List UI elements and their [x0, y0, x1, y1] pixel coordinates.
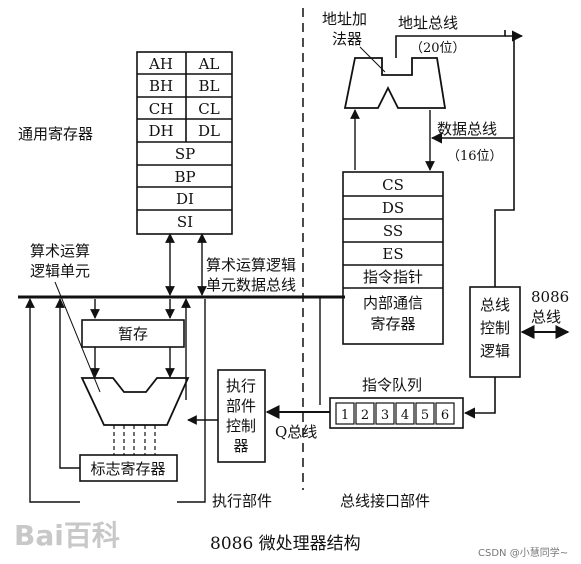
queue-slot-3: 3 [381, 408, 389, 423]
general-register-file [136, 51, 233, 235]
eu-section-label: 执行部件 [212, 492, 272, 510]
register-bl: BL [199, 77, 220, 95]
instruction-queue-slots [335, 402, 455, 425]
internal-comm-label-2: 寄存器 [370, 315, 415, 333]
external-bus-label-2: 总线 [531, 308, 561, 326]
eu-control-label-4: 器 [233, 437, 248, 455]
queue-slot-5: 5 [421, 408, 429, 423]
address-bus-line [395, 30, 506, 58]
register-al: AL [198, 55, 220, 73]
temp-register-label: 暂存 [118, 325, 148, 343]
register-ds: DS [382, 199, 404, 217]
bus-control-label-3: 逻辑 [480, 342, 510, 360]
csdn-watermark: CSDN @小慧同学~ [478, 546, 568, 559]
figure-caption: 8086 微处理器结构 [210, 534, 361, 554]
flags-bus-loop-inner [55, 298, 80, 469]
external-bus-label-1: 8086 [531, 288, 569, 306]
register-di: DI [176, 190, 194, 208]
data-bus-label: 数据总线 [437, 120, 497, 138]
instruction-queue-box [329, 397, 464, 429]
flags-control-link [177, 299, 206, 503]
baidu-watermark: Bai百科 [14, 519, 120, 552]
alu-bus-label-line2: 单元数据总线 [206, 276, 296, 294]
q-bus-label: Q总线 [275, 423, 317, 441]
bus-control-top-link [494, 36, 515, 287]
queue-slot-1: 1 [341, 408, 349, 423]
eu-control-label-3: 控制 [226, 417, 256, 435]
general-registers-label: 通用寄存器 [18, 125, 93, 143]
address-adder-label-1: 地址加 [322, 10, 367, 28]
bus-control-label-2: 控制 [480, 319, 510, 337]
alu-bus-label-line1: 算术运算逻辑 [206, 256, 296, 274]
instruction-queue-label: 指令队列 [362, 376, 422, 394]
temp-register-box [81, 319, 185, 348]
address-bus-label: 地址总线 [398, 14, 458, 32]
flags-bus-loop-outer [25, 298, 80, 503]
queue-slot-4: 4 [401, 408, 409, 423]
flags-register-label: 标志寄存器 [90, 460, 165, 478]
register-cl: CL [198, 100, 219, 118]
alu-label-line1: 算术运算 [30, 242, 90, 260]
register-ch: CH [149, 100, 174, 118]
register-bp: BP [174, 168, 195, 186]
register-sp: SP [175, 145, 195, 163]
segment-register-file [342, 171, 444, 345]
address-adder-shape [343, 57, 447, 109]
data-bus-width: （16位） [447, 149, 503, 164]
register-si: SI [177, 213, 193, 231]
alu-flag-lines [113, 425, 156, 455]
internal-comm-label-1: 内部通信 [363, 294, 423, 312]
queue-slot-6: 6 [441, 408, 449, 423]
eu-control-label-1: 执行 [226, 377, 256, 395]
biu-section-label: 总线接口部件 [340, 492, 430, 510]
register-ss: SS [383, 222, 403, 240]
register-ah: AH [148, 55, 173, 73]
address-bus-width: （20位） [410, 41, 466, 56]
bus-control-queue-link [463, 377, 496, 419]
register-cs: CS [382, 176, 404, 194]
adder-pointer-line [359, 46, 386, 73]
register-ip: 指令指针 [363, 268, 423, 286]
address-adder-label-2: 法器 [332, 30, 362, 48]
alu-label-line2: 逻辑单元 [30, 262, 90, 280]
queue-slot-2: 2 [361, 408, 369, 423]
register-es: ES [382, 245, 403, 263]
alu-shape [80, 377, 190, 426]
register-bh: BH [149, 77, 173, 95]
eu-control-label-2: 部件 [226, 397, 256, 415]
register-dl: DL [198, 122, 220, 140]
register-dh: DH [148, 122, 173, 140]
bus-control-label-1: 总线 [480, 296, 510, 314]
eu-control-box [217, 369, 266, 463]
